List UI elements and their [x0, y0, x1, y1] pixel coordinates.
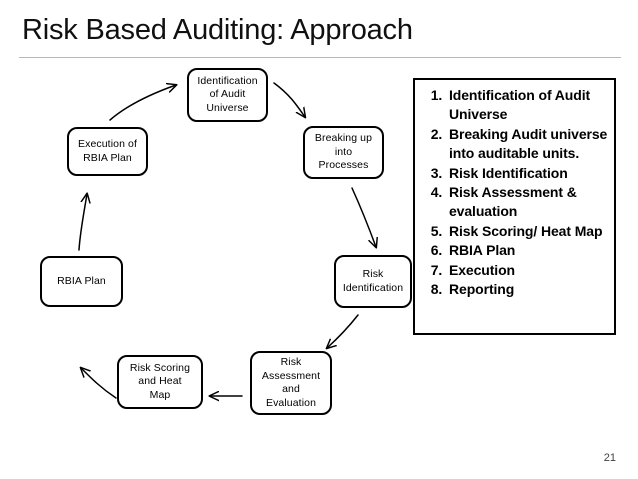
list-item: Risk Assessment & evaluation: [446, 183, 610, 222]
page-number: 21: [603, 452, 616, 464]
node-risk-scoring-and-heat-map[interactable]: Risk Scoring and Heat Map: [117, 355, 203, 409]
node-execution-of-rbia-plan[interactable]: Execution of RBIA Plan: [67, 127, 148, 176]
node-risk-assessment-and-evaluation[interactable]: Risk Assessment and Evaluation: [250, 351, 332, 415]
steps-list: Identification of Audit Universe Breakin…: [421, 86, 610, 299]
list-item: Execution: [446, 261, 610, 280]
list-item: Risk Identification: [446, 164, 610, 183]
arrow-riskid-to-assessment: [327, 314, 359, 348]
title-divider: [19, 57, 621, 58]
page-title: Risk Based Auditing: Approach: [22, 14, 413, 46]
list-item: Risk Scoring/ Heat Map: [446, 222, 610, 241]
node-rbia-plan[interactable]: RBIA Plan: [40, 256, 123, 307]
diagram-arrows: [78, 82, 420, 438]
arrow-rbia-to-execution: [78, 194, 87, 251]
arrow-breaking-to-riskid: [351, 187, 376, 247]
list-item: Breaking Audit universe into auditable u…: [446, 125, 610, 164]
cycle-diagram: Identification of Audit Universe Breakin…: [0, 58, 420, 438]
node-breaking-up-into-processes[interactable]: Breaking up into Processes: [303, 126, 384, 179]
node-risk-identification[interactable]: Risk Identification: [334, 255, 412, 308]
list-item: Reporting: [446, 280, 610, 299]
arrow-execution-to-identification: [109, 85, 176, 121]
arrow-scoring-to-rbia: [81, 368, 117, 399]
steps-panel: Identification of Audit Universe Breakin…: [413, 78, 616, 335]
list-item: RBIA Plan: [446, 241, 610, 260]
arrow-identification-to-breaking: [273, 82, 305, 117]
node-identification-of-audit-universe[interactable]: Identification of Audit Universe: [187, 68, 268, 122]
list-item: Identification of Audit Universe: [446, 86, 610, 125]
